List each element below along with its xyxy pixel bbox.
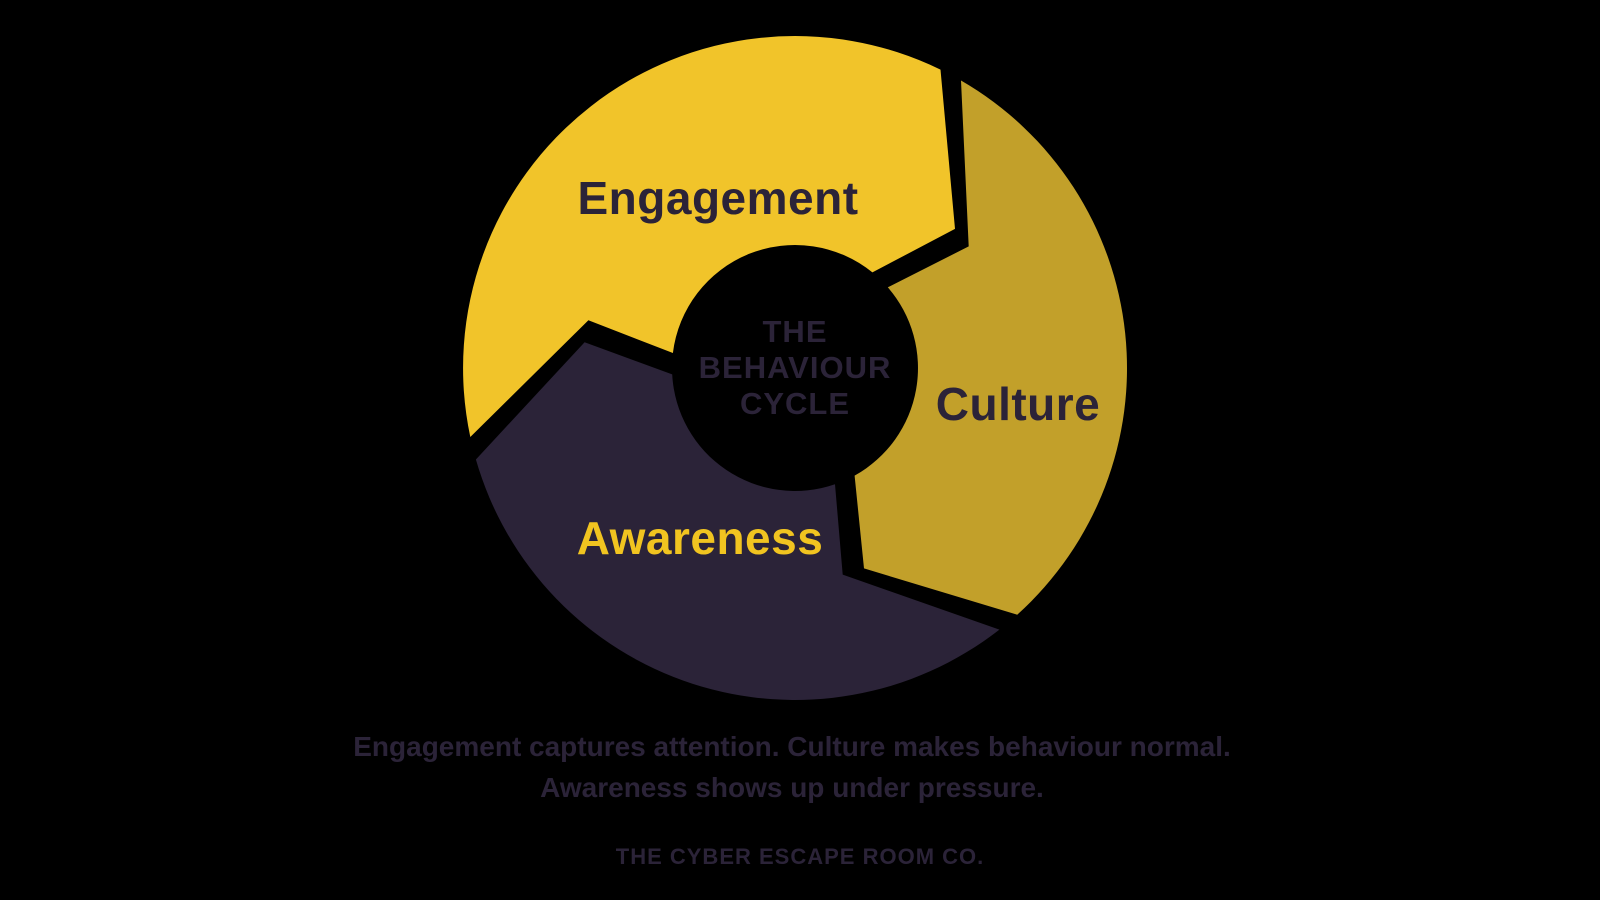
segment-label-culture: Culture	[935, 378, 1101, 430]
center-title-line-2: BEHAVIOUR	[698, 350, 892, 385]
center-title-line-3: CYCLE	[739, 386, 851, 421]
segment-label-engagement: Engagement	[577, 172, 859, 224]
center-title: THE BEHAVIOUR CYCLE	[699, 314, 892, 422]
caption-block: Engagement captures attention. Culture m…	[353, 726, 1231, 808]
segment-label-awareness: Awareness	[576, 512, 824, 564]
segment-culture-shape	[854, 80, 1127, 615]
caption-line-2: Awareness shows up under pressure.	[540, 772, 1044, 803]
brand-footer: THE CYBER ESCAPE ROOM CO.	[615, 844, 985, 869]
segment-engagement-shape	[463, 36, 955, 437]
caption-line-1: Engagement captures attention. Culture m…	[353, 731, 1231, 762]
segment-awareness-shape	[475, 342, 1000, 700]
center-title-line-1: THE	[762, 314, 828, 349]
